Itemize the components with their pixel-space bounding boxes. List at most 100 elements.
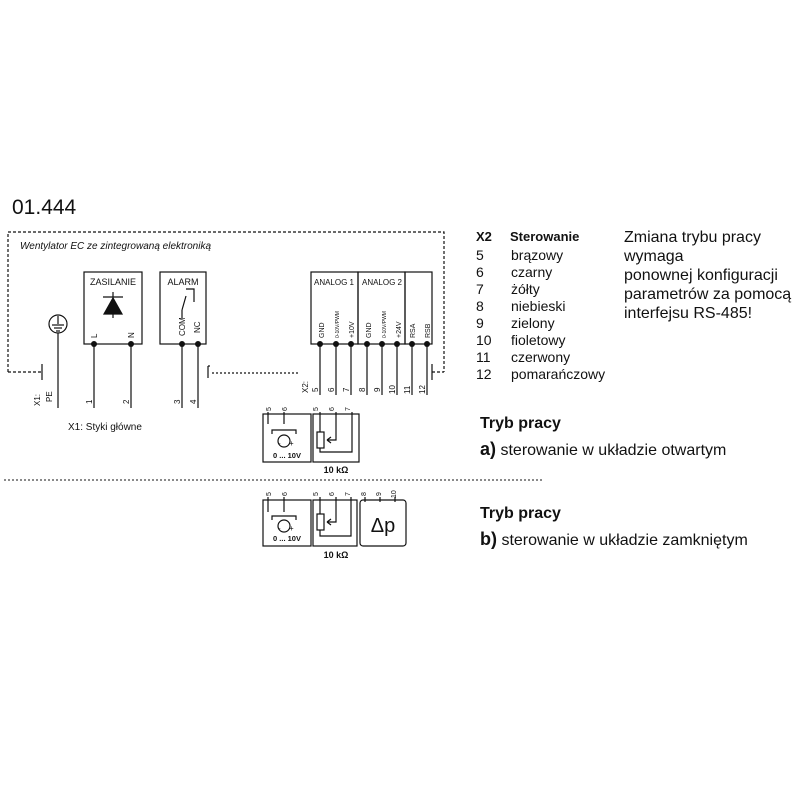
diode-icon [102,292,124,318]
note-line-1: Zmiana trybu pracy [624,229,761,246]
legend-num-12: 12 [476,366,492,382]
legend-color-6: czarny [511,264,553,280]
ground-icon [48,314,68,408]
mode-b-source-pin-5: 5 [266,492,273,496]
pin-nc-label: NC [193,321,202,333]
mode-b-title: Tryb pracy [480,505,561,522]
legend-color-10: fioletowy [511,332,566,348]
x1-num-2: 2 [122,399,131,404]
mode-b-letter: b) [480,529,497,549]
model-number: 01.444 [12,196,77,219]
legend-color-9: zielony [511,315,555,331]
x2-num-10: 10 [388,385,397,394]
pin-gnd1-label: GND [319,322,326,338]
x1-caption: X1: Styki główne [68,422,142,433]
x1-num-4: 4 [189,399,198,404]
legend-num-6: 6 [476,264,484,280]
mode-b-sensor-pin-10: 10 [391,490,398,498]
mode-b-source: 5 6 - + 0 ... 10V [262,492,312,547]
mode-b-pot-pin-6: 6 [329,492,336,496]
note-line-5: interfejsu RS-485! [624,305,753,322]
x1-num-3: 3 [173,399,182,404]
legend-color-11: czerwony [511,349,571,365]
mode-b-sensor-pin-9: 9 [376,492,383,496]
analog1-label: ANALOG 1 [314,278,355,287]
x2-num-9: 9 [373,387,382,392]
legend-color-8: niebieski [511,298,566,314]
x2-label: X2: [301,381,310,393]
supply-label: ZASILANIE [90,277,136,287]
fan-enclosure [7,231,445,372]
svg-text:-: - [278,524,281,533]
x2-num-12: 12 [418,385,427,394]
legend-num-9: 9 [476,315,484,331]
pin-com-label: COM [178,317,187,336]
mode-b-pot-pin-7: 7 [345,492,352,496]
mode-b-source-pin-6: 6 [282,492,289,496]
x1-label: X1: [33,394,42,406]
mode-a-text: sterowanie w układzie otwartym [500,442,727,459]
legend-color-12: pomarańczowy [511,366,606,382]
x2-terminals [317,341,430,395]
mode-a-source-range: 0 ... 10V [273,451,301,460]
rs485-box [404,271,433,345]
svg-text:+: + [289,439,294,448]
mode-a-title: Tryb pracy [480,415,561,432]
pin-rsb-label: RSB [425,323,432,338]
pin-rsa-label: RSA [410,323,417,338]
relay-contact-icon [181,288,195,318]
legend-num-5: 5 [476,247,484,263]
note-line-2: wymaga [624,248,684,265]
mode-b-pressure-sensor: 8 9 10 Δp [359,490,407,547]
pin-sig2-label: 0-10V/PWM [382,311,388,338]
alarm-label: ALARM [167,277,198,287]
mode-a-pot-pin-5: 5 [313,407,320,411]
mode-a-source-pin-6: 6 [282,407,289,411]
pressure-sensor-symbol: Δp [371,515,395,537]
legend-num-8: 8 [476,298,484,314]
note-line-4: parametrów za pomocą [624,286,792,303]
x2-num-8: 8 [358,387,367,392]
x2-num-11: 11 [403,385,412,394]
fan-label: Wentylator EC ze zintegrowaną elektronik… [20,241,211,252]
mode-b-text: sterowanie w układzie zamkniętym [501,532,748,549]
mode-a-source-pin-5: 5 [266,407,273,411]
analog2-label: ANALOG 2 [362,278,403,287]
x2-num-5: 5 [311,387,320,392]
x2-num-6: 6 [327,387,336,392]
mode-a-pot-pin-6: 6 [329,407,336,411]
legend-header-code: X2 [476,229,492,244]
legend-num-7: 7 [476,281,484,297]
note-line-3: ponownej konfiguracji [624,267,778,284]
legend-color-5: brązowy [511,247,564,263]
pin-gnd2-label: GND [366,322,373,338]
mode-b-pot-pin-5: 5 [313,492,320,496]
pin-sig1-label: 0-10V/PWM [335,311,341,338]
mode-b-potentiometer: 5 6 7 10 kΩ [312,492,358,560]
mode-a-potentiometer: 5 6 7 10 kΩ [312,407,360,475]
mode-a-source: 5 6 - + 0 ... 10V [262,407,312,463]
mode-a-pot-value: 10 kΩ [324,465,349,475]
legend-header-title: Sterowanie [510,229,580,244]
svg-text:+: + [289,524,294,533]
legend-color-7: żółty [511,281,540,297]
mode-b-sensor-pin-8: 8 [361,492,368,496]
x1-num-1: 1 [85,399,94,404]
x2-num-7: 7 [342,387,351,392]
mode-a-letter: a) [480,439,497,459]
mode-a-description: a) sterowanie w układzie otwartym [480,440,726,459]
x1-pe-label: PE [45,391,54,402]
legend-num-11: 11 [476,349,491,365]
mode-a-pot-pin-7: 7 [345,407,352,411]
supply-box [83,271,143,345]
svg-text:-: - [278,439,281,448]
pin-n-label: N [127,332,136,338]
pin-l-label: L [90,333,99,338]
mode-b-pot-value: 10 kΩ [324,550,349,560]
pin-plus10v-label: +10V [349,321,356,338]
pin-plus24v-label: +24V [396,321,403,338]
mode-b-description: b) sterowanie w układzie zamkniętym [480,530,748,549]
mode-b-source-range: 0 ... 10V [273,534,301,543]
legend-num-10: 10 [476,332,492,348]
